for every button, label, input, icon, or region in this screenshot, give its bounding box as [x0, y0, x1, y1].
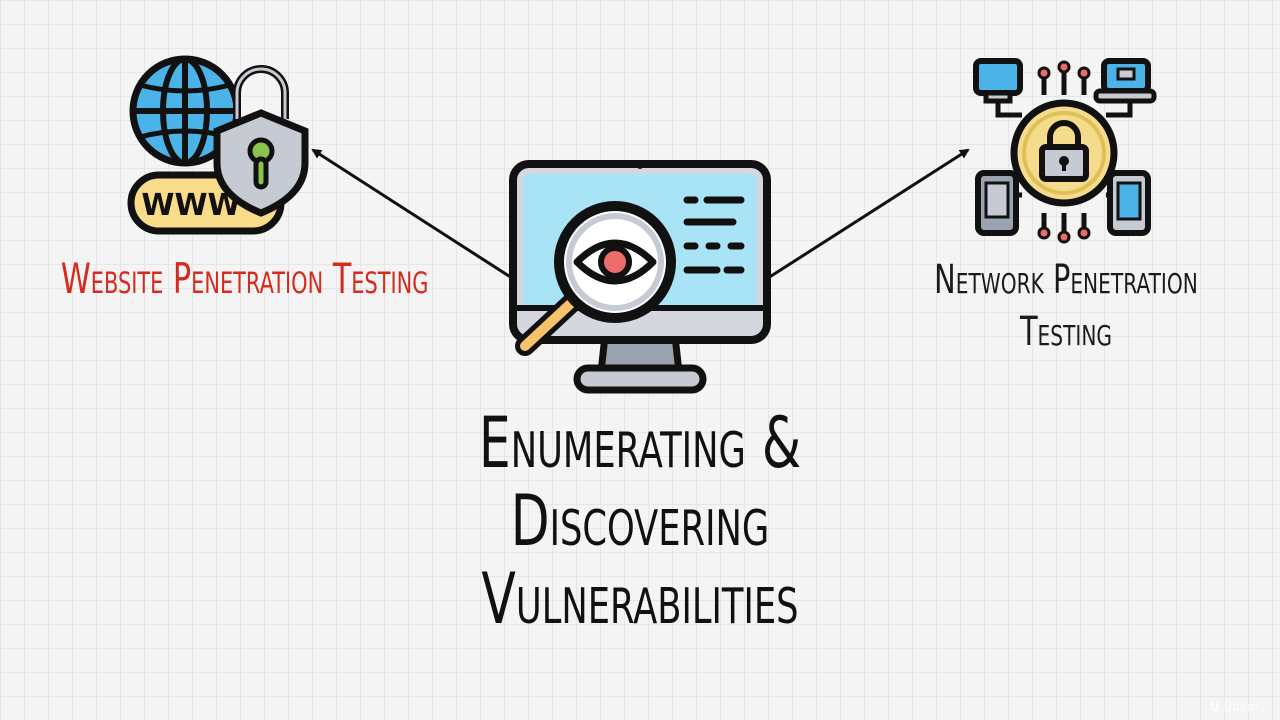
globe-padlock-www-icon: WWW	[127, 55, 309, 235]
arrow-to-website	[311, 148, 513, 280]
watermark-text: Udemy	[1223, 700, 1266, 714]
monitor-stand	[573, 332, 707, 394]
phone-device-icon	[975, 170, 1019, 236]
shield-icon	[213, 109, 309, 217]
screen-lines	[683, 196, 745, 274]
website-penetration-testing-label: Website Penetration Testing	[60, 254, 429, 303]
udemy-logo-icon: Ü	[1209, 700, 1220, 714]
tablet-device-icon	[1107, 170, 1151, 236]
padlock-icon	[1010, 99, 1118, 207]
eye-icon	[573, 239, 657, 285]
main-title: Enumerating & Discovering Vulnerabilitie…	[478, 402, 802, 640]
www-badge-text: WWW	[141, 188, 240, 223]
udemy-watermark: Ü Udemy	[1210, 700, 1266, 714]
arrow-to-network	[767, 148, 970, 280]
laptop-device-icon	[1093, 58, 1157, 104]
monitor-magnifier-eye-icon	[509, 160, 771, 394]
monitor-device-icon	[973, 58, 1023, 104]
network-penetration-testing-label: Network Penetration Testing	[934, 257, 1198, 355]
network-padlock-devices-icon	[973, 58, 1157, 244]
